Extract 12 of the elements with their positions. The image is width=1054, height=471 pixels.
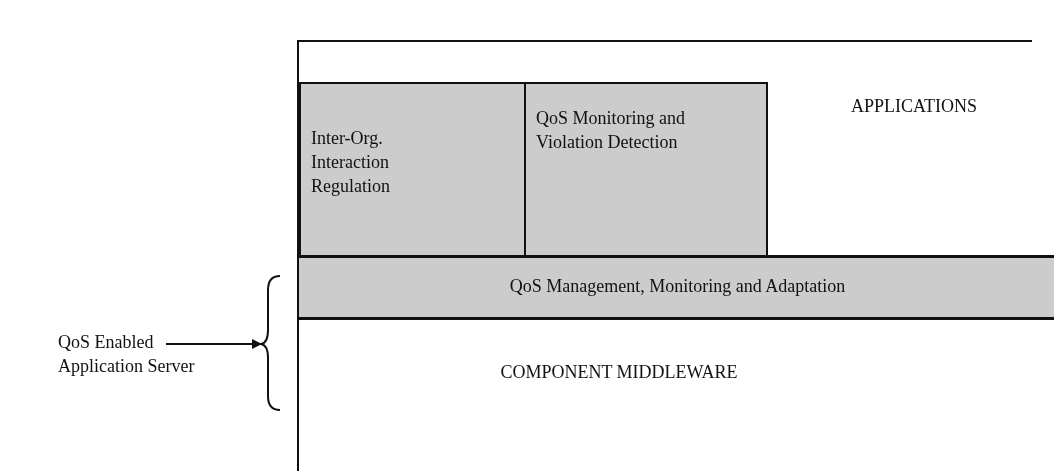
layer-label: COMPONENT MIDDLEWARE — [499, 361, 739, 384]
layer-label: QoS Management, Monitoring and Adaptation — [508, 275, 847, 298]
module-box — [299, 82, 524, 257]
layer-label: APPLICATIONS — [851, 95, 979, 118]
module-box — [524, 82, 768, 257]
management-layer — [297, 255, 1054, 320]
arrow — [165, 339, 262, 349]
annotation-text: QoS Enabled Application Server — [58, 331, 196, 378]
curly-brace — [260, 275, 281, 411]
layer-label: QoS Monitoring and Violation Detection — [536, 107, 686, 154]
layer-label: Inter-Org. Interaction Regulation — [311, 127, 391, 198]
applications-layer — [297, 40, 1032, 255]
